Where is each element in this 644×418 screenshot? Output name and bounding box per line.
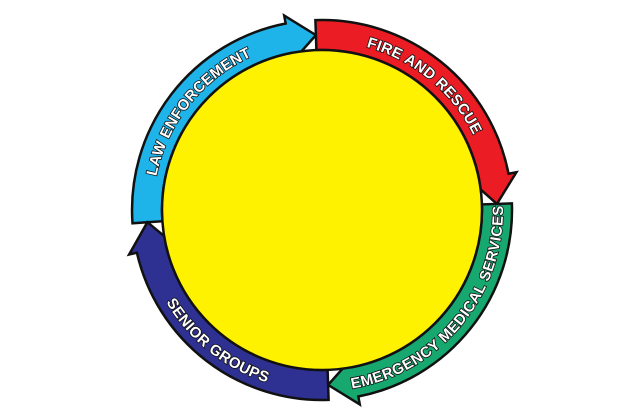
arrow-segments — [126, 13, 519, 407]
center-circle — [160, 48, 484, 372]
